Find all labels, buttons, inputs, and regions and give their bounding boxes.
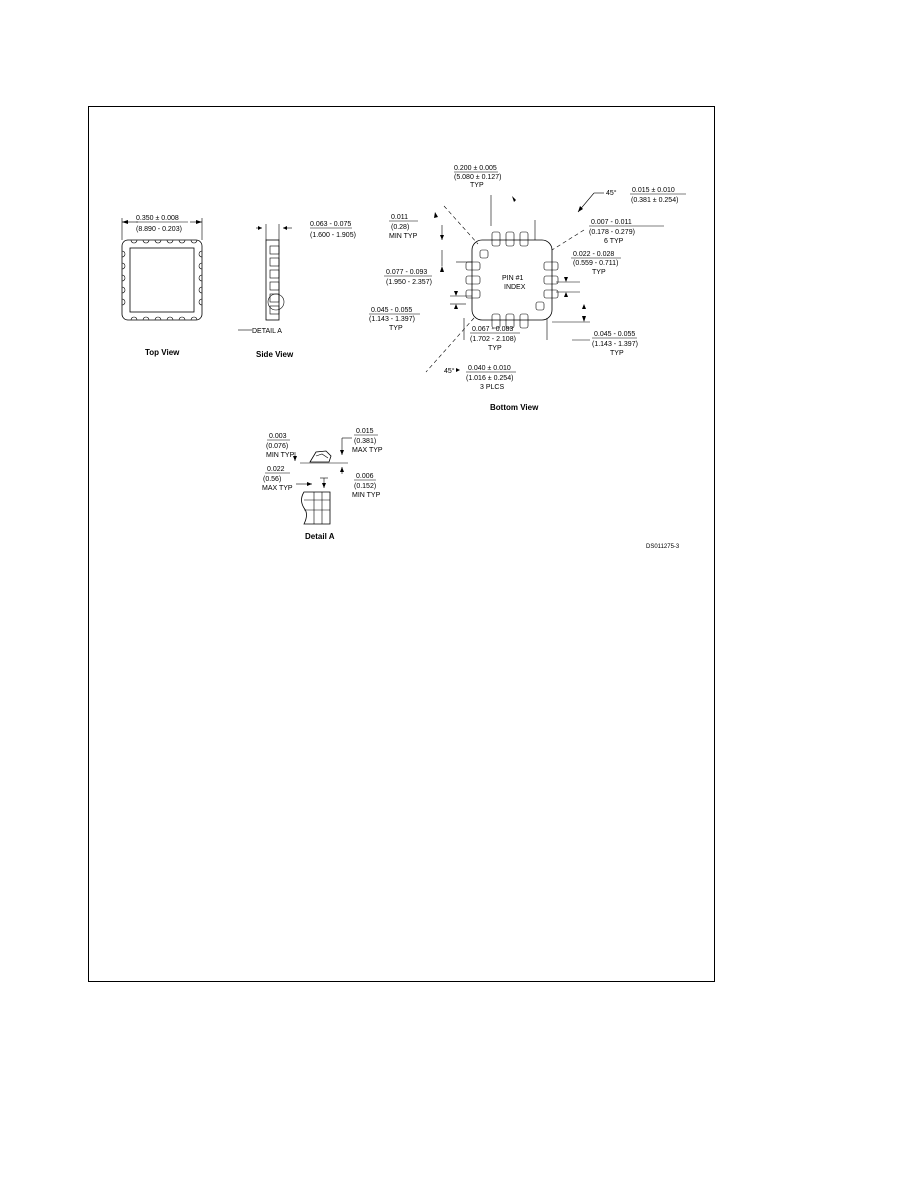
bottom-dim-e-bot: (1.950 - 2.357) [386,279,432,286]
bottom-dim-i-bot: TYP [610,350,624,357]
side-view-dim-bottom: (1.600 - 1.905) [310,232,356,239]
bottom-angle-45: 45° [606,189,617,197]
top-view-caption: Top View [145,348,180,357]
bottom-pin-index-top: PIN #1 [502,275,524,282]
detail-d3-top: 0.022 [267,466,285,473]
bottom-dim-j-mid: (1.016 ± 0.254) [466,375,513,382]
bottom-dim-j-top: 0.040 ± 0.010 [468,365,511,372]
bottom-dim-g-top: 0.045 - 0.055 [371,307,412,314]
bottom-dim-f-bot: TYP [592,269,606,276]
detail-d4-bot: MIN TYP [352,492,381,499]
bottom-dim-c-mid: (0.28) [391,224,409,231]
bottom-dim-d-mid: (0.178 - 0.279) [589,229,635,236]
bottom-view-pads [465,231,559,329]
side-view-detail-ref: DETAIL A [252,328,282,335]
detail-d2-mid: (0.381) [354,438,376,445]
bottom-angle-45-b: 45° [444,367,455,375]
detail-d3-mid: (0.56) [263,476,281,483]
bottom-dim-g-mid: (1.143 - 1.397) [369,316,415,323]
bottom-dim-i-mid: (1.143 - 1.397) [592,341,638,348]
bottom-dim-g-bot: TYP [389,325,403,332]
bottom-dim-f-mid: (0.559 - 0.711) [573,260,618,267]
bottom-view-caption: Bottom View [490,403,539,412]
bottom-dim-f-top: 0.022 - 0.028 [573,251,614,258]
side-view-dim-top: 0.063 - 0.075 [310,221,351,228]
drawing-id: DS011275-3 [646,544,680,550]
bottom-dim-i-top: 0.045 - 0.055 [594,331,635,338]
bottom-dim-a-bot: TYP [470,182,484,189]
bottom-dim-b-bot: (0.381 ± 0.254) [631,197,678,204]
bottom-dim-h-top: 0.067 - 0.083 [472,326,513,333]
side-view-caption: Side View [256,350,294,359]
side-view: 0.063 - 0.075 (1.600 - 1.905) DETAIL A S… [238,221,356,359]
top-view-castellations [121,239,203,321]
bottom-dim-d-bot: 6 TYP [604,238,624,245]
detail-d3-bot: MAX TYP [262,485,293,492]
detail-d2-bot: MAX TYP [352,447,383,454]
side-view-leads [267,245,285,315]
detail-d4-mid: (0.152) [354,483,376,490]
bottom-dim-a-top: 0.200 ± 0.005 [454,165,497,172]
top-view-dim-top: 0.350 ± 0.008 [136,215,179,222]
bottom-dim-b-top: 0.015 ± 0.010 [632,187,675,194]
detail-d1-bot: MIN TYP [266,452,295,459]
bottom-dim-e-top: 0.077 - 0.093 [386,269,427,276]
bottom-dim-a-mid: (5.080 ± 0.127) [454,174,501,181]
bottom-dim-d-top: 0.007 - 0.011 [591,219,632,226]
detail-d2-top: 0.015 [356,428,374,435]
bottom-pin-index-bottom: INDEX [504,284,526,291]
detail-a-caption: Detail A [305,532,335,541]
bottom-dim-c-bot: MIN TYP [389,233,418,240]
detail-d1-top: 0.003 [269,433,287,440]
top-view: 0.350 ± 0.008 (8.890 - 0.203) Top View [121,215,203,357]
bottom-dim-c-top: 0.011 [391,214,408,221]
detail-d1-mid: (0.076) [266,443,288,450]
bottom-dim-h-bot: TYP [488,345,502,352]
bottom-view: 0.200 ± 0.005 (5.080 ± 0.127) TYP 45° 0.… [369,165,686,412]
detail-a: 0.003 (0.076) MIN TYP 0.015 (0.381) MAX … [262,428,383,541]
detail-d4-top: 0.006 [356,473,374,480]
drawing-frame [88,106,715,982]
bottom-dim-h-mid: (1.702 - 2.108) [470,336,516,343]
top-view-dim-bottom: (8.890 - 0.203) [136,226,182,233]
bottom-dim-j-bot: 3 PLCS [480,384,504,391]
